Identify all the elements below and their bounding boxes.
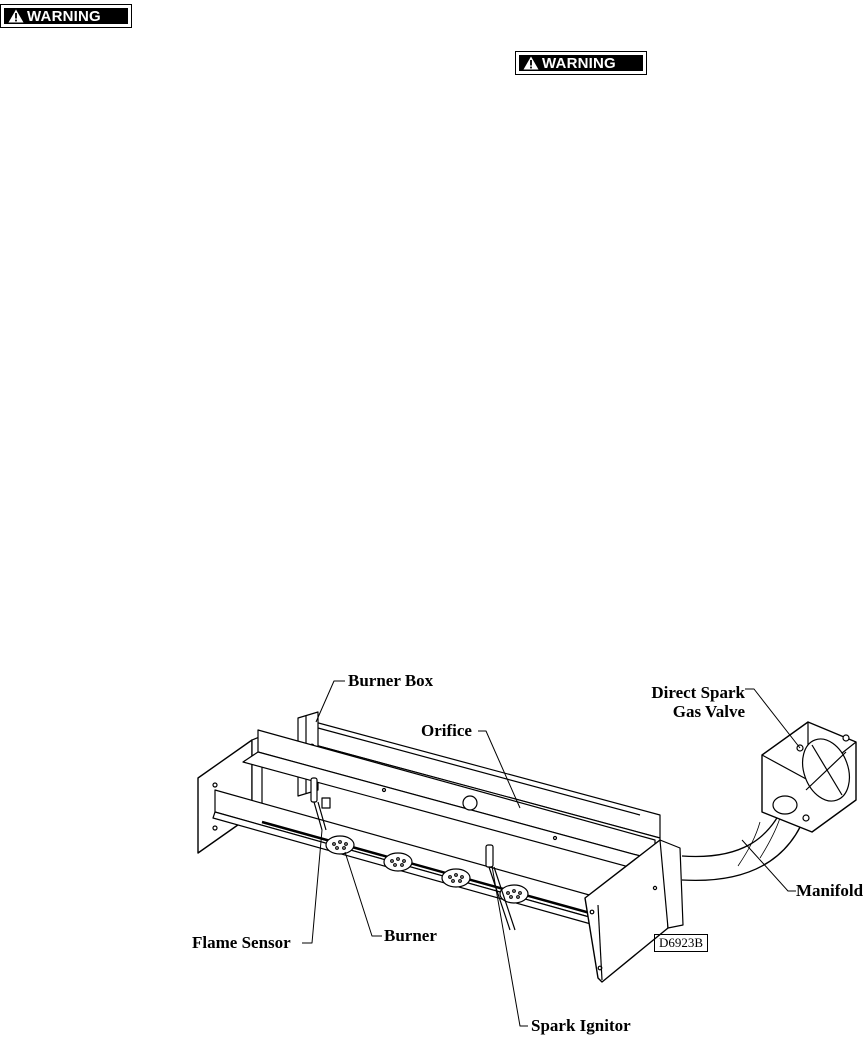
label-manifold: Manifold: [796, 881, 864, 900]
warning-triangle-icon: [523, 56, 539, 70]
warning-triangle-icon: [8, 9, 24, 23]
warning-badge: WARNING: [0, 4, 132, 28]
warning-label: WARNING: [542, 54, 616, 72]
label-direct-spark-line1: Direct Spark: [651, 683, 745, 702]
label-spark-ignitor: Spark Ignitor: [531, 1016, 631, 1035]
gas-valve: [761, 721, 857, 833]
flame-sensor-part: [310, 777, 331, 831]
label-direct-spark-gas-valve: Direct Spark Gas Valve: [630, 683, 745, 721]
label-direct-spark-line2: Gas Valve: [672, 702, 745, 721]
label-orifice: Orifice: [421, 721, 472, 740]
drawing-code: D6923B: [654, 934, 708, 952]
label-burner: Burner: [384, 926, 437, 945]
warning-label: WARNING: [27, 7, 101, 25]
warning-badge: WARNING: [515, 51, 647, 75]
spark-ignitor-part: [485, 844, 516, 931]
burner-heads: [325, 835, 529, 904]
leader-lines: [302, 680, 801, 1027]
right-end-plate: [584, 839, 684, 983]
label-flame-sensor: Flame Sensor: [192, 933, 291, 952]
label-burner-box: Burner Box: [348, 671, 434, 690]
